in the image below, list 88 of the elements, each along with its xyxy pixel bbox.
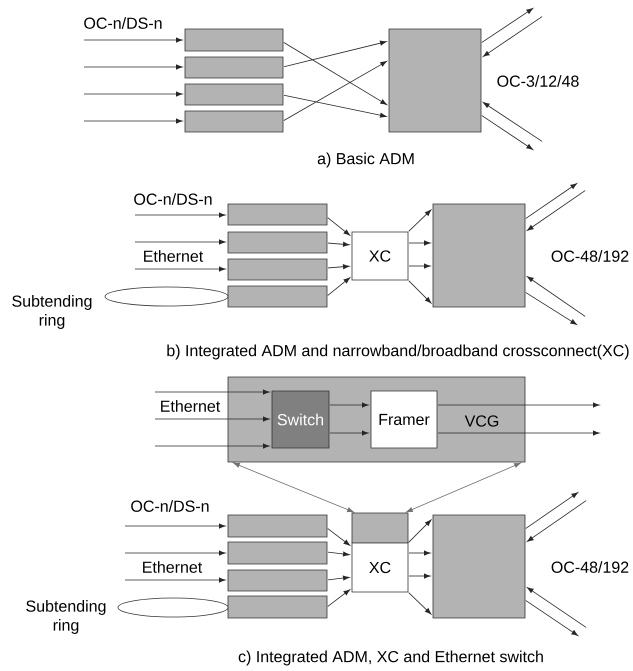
arrow — [124, 578, 226, 582]
arrow — [134, 212, 226, 218]
signal-label: Ethernet — [161, 400, 220, 412]
caption: b) Integrated ADM and narrowband/broadband crossconnect(XC) — [167, 344, 629, 360]
arrow — [526, 500, 587, 542]
adm-box — [432, 514, 526, 618]
signal-label: OC-n/DS-n — [134, 193, 212, 205]
port-card — [184, 84, 284, 106]
arrow — [482, 102, 543, 142]
port-card — [228, 286, 328, 308]
ring-loop — [118, 598, 228, 618]
arrow — [328, 264, 350, 270]
caption: c) Integrated ADM, XC and Ethernet switch — [238, 650, 543, 666]
arrow — [134, 266, 226, 272]
arrow — [328, 552, 350, 556]
switch-box: Switch — [272, 390, 330, 448]
arrow — [327, 217, 350, 236]
signal-label: VCG — [464, 415, 498, 427]
signal-label: Ethernet — [143, 561, 202, 573]
signal-label: OC-3/12/48 — [497, 75, 579, 87]
arrow — [327, 528, 350, 546]
port-card — [228, 204, 328, 226]
port-card — [228, 514, 328, 538]
arrow — [84, 92, 183, 96]
signal-label: OC-48/192 — [552, 561, 628, 573]
arrow — [406, 462, 521, 512]
port-card — [228, 542, 328, 564]
arrow — [154, 444, 270, 448]
arrow — [408, 264, 431, 268]
ring-label: Subtending ring — [12, 295, 92, 329]
arrow — [84, 38, 183, 42]
arrow — [154, 390, 270, 394]
framer-box: Framer — [370, 390, 438, 448]
crossconnect-box: XC — [352, 232, 408, 280]
caption: a) Basic ADM — [318, 152, 414, 168]
port-card — [228, 232, 328, 254]
arrow — [328, 242, 350, 247]
signal-label: Ethernet — [144, 250, 204, 262]
arrow — [284, 40, 387, 68]
port-card — [228, 258, 328, 280]
arrow — [84, 118, 183, 124]
arrow — [283, 42, 388, 105]
arrow — [408, 210, 432, 232]
signal-label: OC-48/192 — [552, 250, 628, 262]
arrow — [154, 416, 270, 422]
arrow — [481, 8, 534, 43]
port-card — [184, 28, 284, 52]
arrow — [408, 574, 431, 578]
arrow — [525, 183, 578, 219]
signal-label: OC-n/DS-n — [131, 500, 209, 512]
arrow — [526, 190, 586, 231]
arrow — [438, 430, 600, 436]
arrow — [408, 280, 432, 304]
arrow — [408, 240, 431, 246]
adm-box — [432, 204, 526, 308]
arrow — [284, 94, 387, 118]
arrow — [525, 600, 578, 636]
arrow — [525, 492, 578, 529]
port-card — [228, 596, 328, 618]
arrow — [408, 520, 432, 543]
arrow — [134, 240, 226, 244]
arrow — [526, 587, 587, 628]
port-card — [184, 56, 284, 78]
arrow — [482, 16, 543, 57]
card-slot — [352, 512, 408, 544]
arrow — [283, 61, 387, 121]
arrow — [438, 402, 600, 408]
arrow — [233, 462, 354, 512]
arrow — [330, 430, 369, 436]
ring-loop — [104, 286, 228, 306]
ring-label: Subtending ring — [26, 600, 106, 634]
arrow — [526, 276, 586, 317]
arrow — [328, 576, 350, 580]
arrow — [327, 277, 350, 296]
arrow — [327, 589, 350, 607]
arrow — [525, 292, 578, 325]
crossconnect-box: XC — [352, 542, 408, 592]
port-card — [228, 570, 328, 592]
arrow — [124, 550, 226, 556]
arrow — [330, 402, 369, 408]
port-card — [184, 110, 284, 132]
arrow — [84, 64, 183, 70]
adm-box — [388, 28, 482, 132]
signal-label: OC-n/DS-n — [84, 17, 162, 29]
arrow — [408, 550, 431, 556]
arrow — [481, 115, 534, 150]
arrow — [408, 592, 432, 614]
arrow — [124, 524, 226, 528]
